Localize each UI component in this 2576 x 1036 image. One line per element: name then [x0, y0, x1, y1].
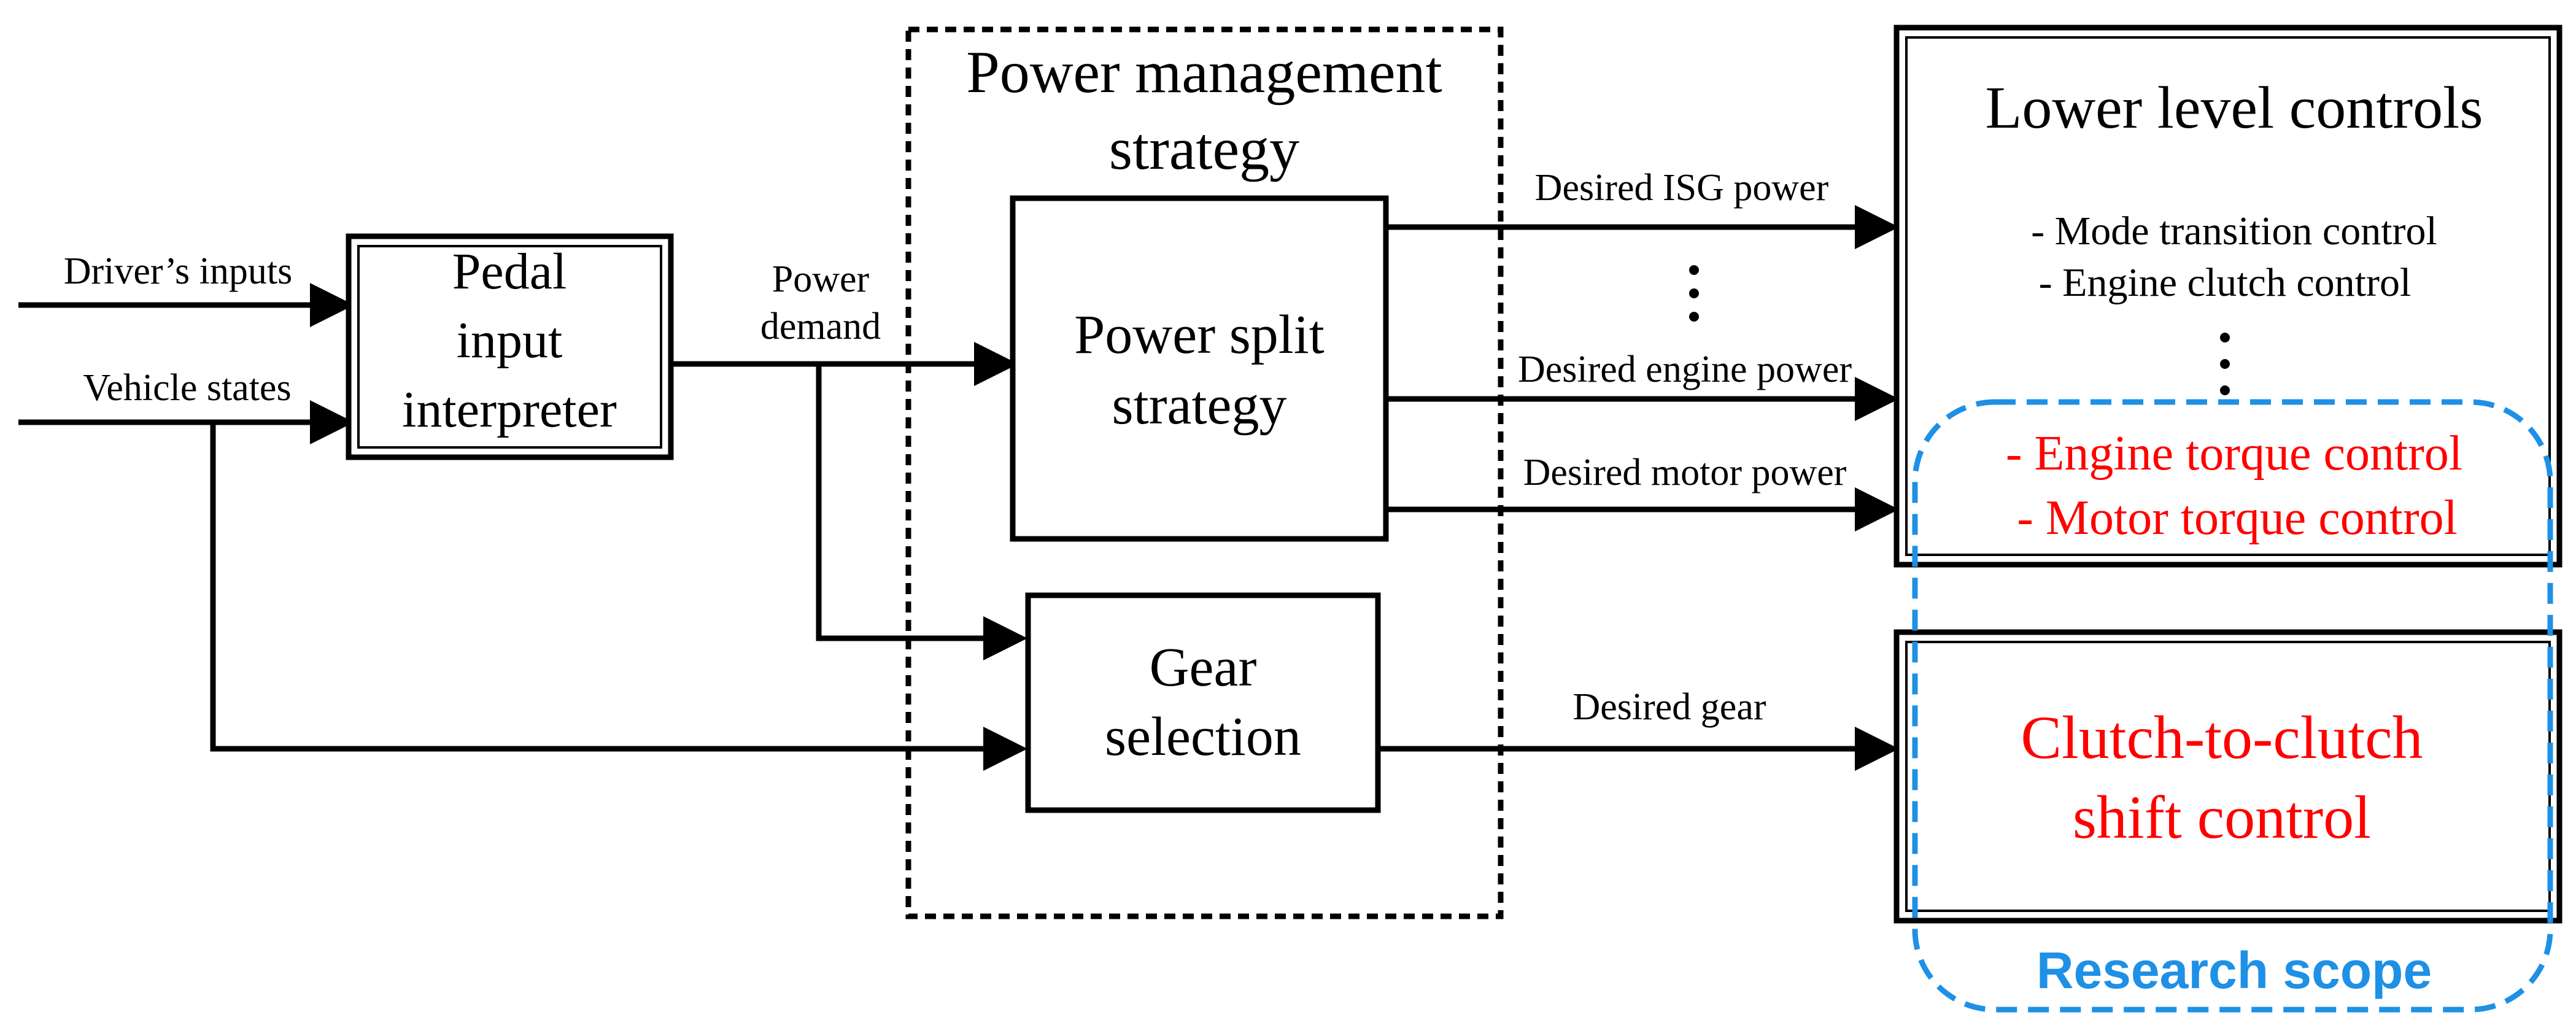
power-split-box — [1010, 195, 1389, 542]
lower-level-controls-title: Lower level controls — [1986, 75, 2483, 141]
power-split-line1: Power split — [1074, 304, 1325, 365]
lower-level-controls-box-inner — [1905, 36, 2551, 556]
pedal-interpreter-line2: input — [457, 312, 563, 369]
gear-selection-line1: Gear — [1150, 637, 1257, 698]
power-split-line2: strategy — [1112, 375, 1287, 436]
research-scope-region — [1912, 399, 2553, 1013]
lower-level-controls-box-outer — [1893, 25, 2562, 568]
pms-title-line1: Power management — [966, 39, 1442, 106]
desired-engine-power-label: Desired engine power — [1518, 349, 1852, 390]
shift-control-line1: Clutch-to-clutch — [2021, 703, 2423, 771]
motor-torque-control-item: - Motor torque control — [2017, 491, 2458, 545]
vehicle-states-to-gear-line — [210, 422, 1027, 771]
shift-control-box-outer — [1893, 629, 2562, 924]
engine-torque-control-item: - Engine torque control — [2006, 427, 2462, 481]
power-demand-to-gear-line — [816, 364, 1027, 660]
engine-clutch-control-item: - Engine clutch control — [2039, 260, 2412, 305]
shift-control-line2: shift control — [2073, 783, 2371, 851]
desired-isg-power-label: Desired ISG power — [1535, 167, 1829, 209]
gear-selection-line2: selection — [1105, 706, 1301, 767]
lower-controls-ellipsis-dots — [2220, 333, 2230, 395]
power-demand-line2: demand — [760, 306, 881, 347]
desired-gear-label: Desired gear — [1573, 686, 1766, 728]
desired-motor-power-label: Desired motor power — [1523, 452, 1847, 493]
pedal-interpreter-line1: Pedal — [452, 243, 567, 300]
gear-selection-box — [1025, 592, 1381, 813]
power-demand-line1: Power — [772, 258, 870, 300]
pedal-interpreter-box-inner — [357, 245, 662, 449]
pedal-interpreter-line3: interpreter — [402, 381, 617, 438]
pedal-interpreter-box-outer — [346, 233, 674, 460]
pms-title-line2: strategy — [1109, 116, 1299, 182]
output-ellipsis-dots — [1689, 265, 1699, 322]
research-scope-label: Research scope — [2036, 941, 2432, 999]
driver-inputs-label: Driver’s inputs — [64, 250, 293, 292]
vehicle-states-label: Vehicle states — [83, 367, 291, 409]
power-management-container — [905, 26, 1504, 919]
mode-transition-control-item: - Mode transition control — [2031, 209, 2437, 253]
